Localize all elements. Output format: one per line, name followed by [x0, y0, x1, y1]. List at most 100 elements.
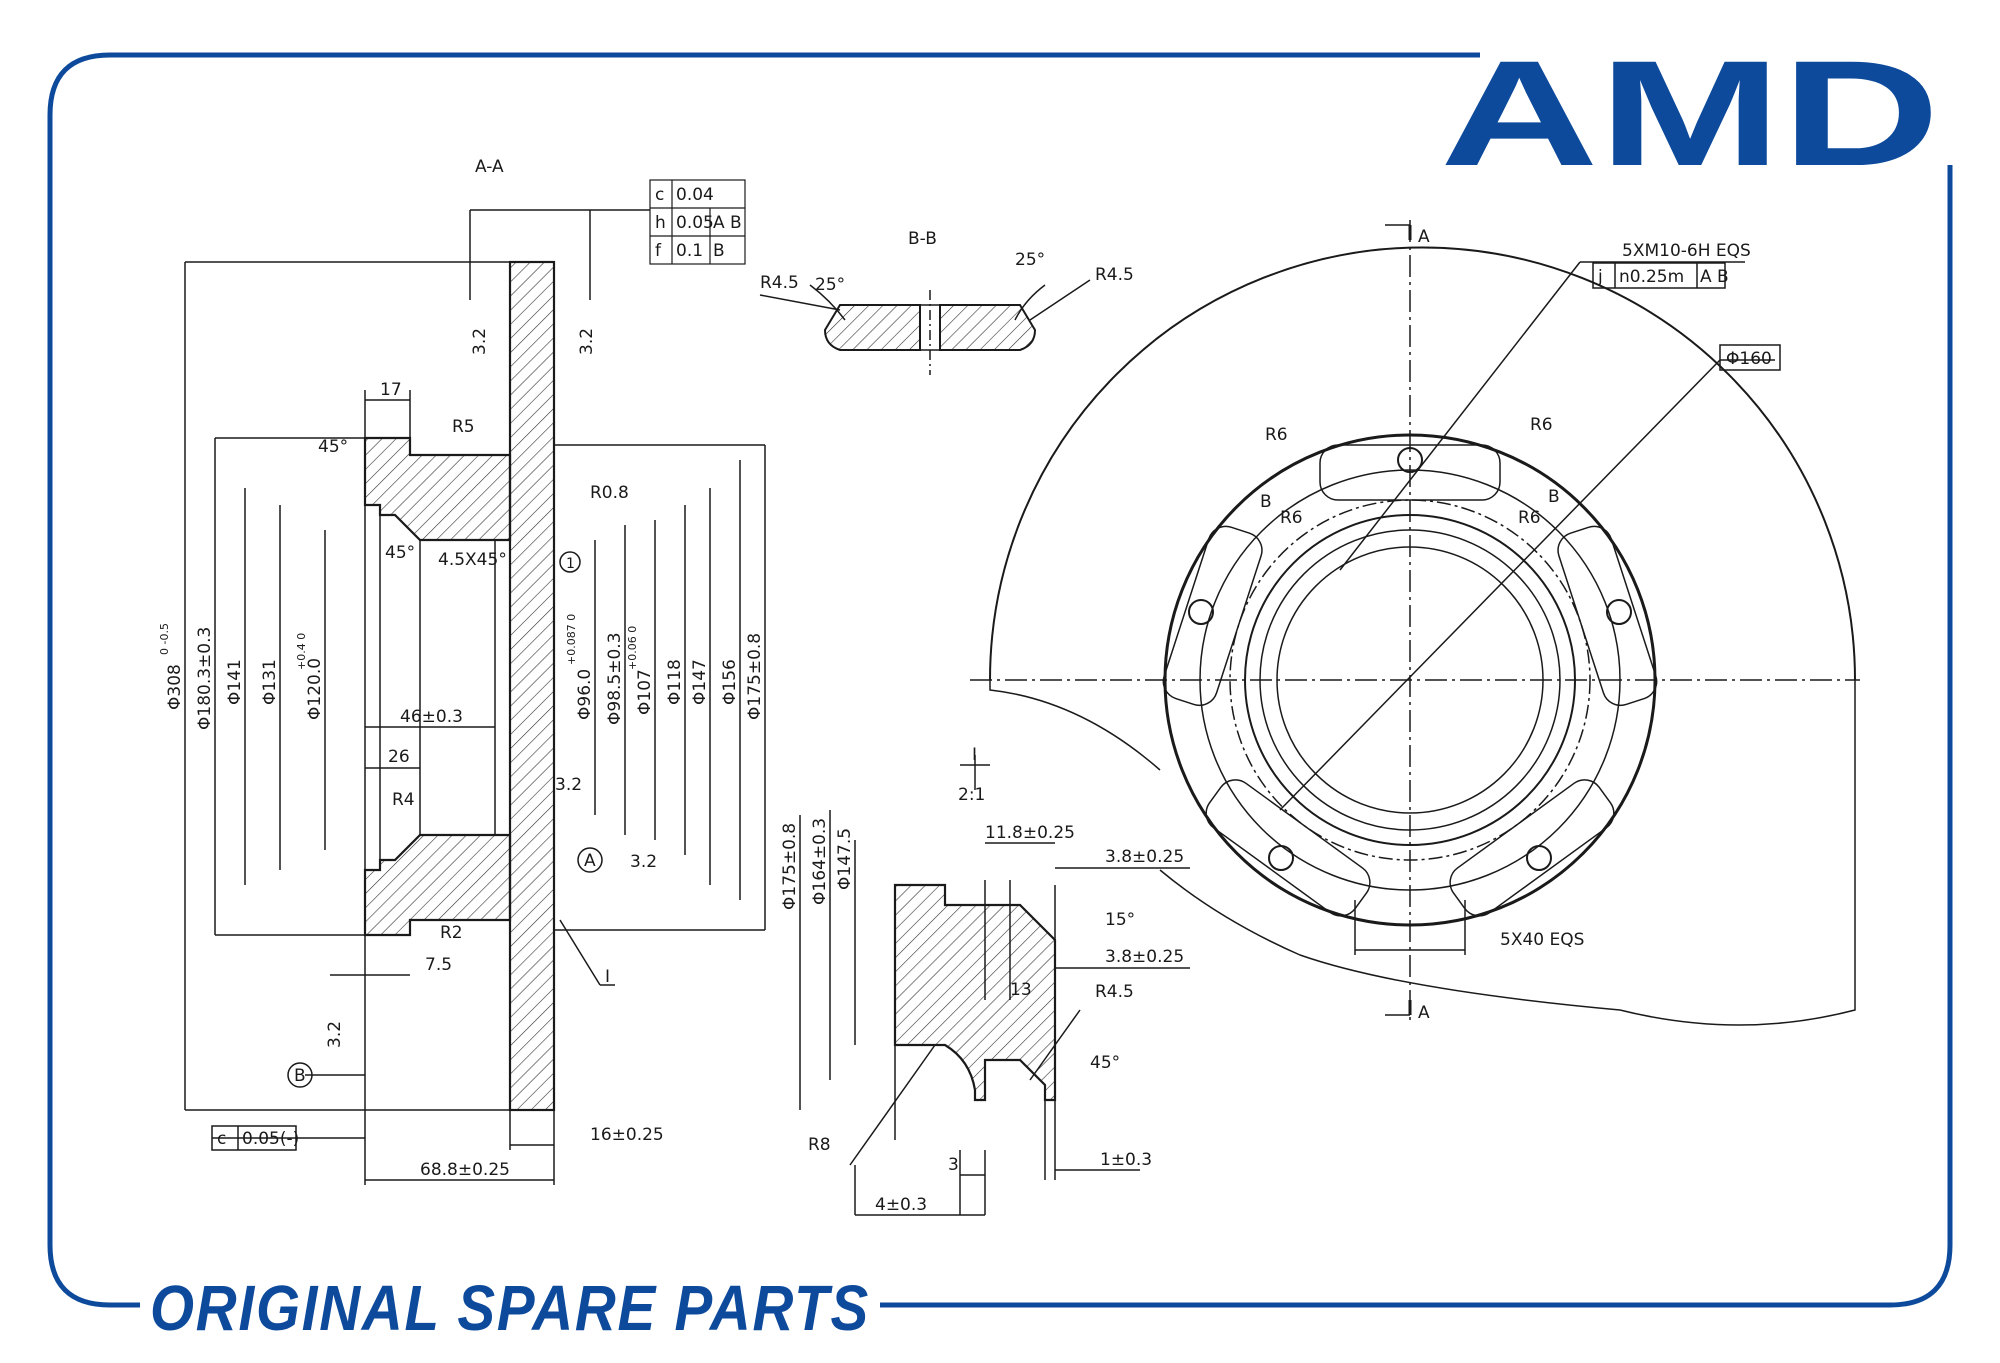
dim-d107-tol: +0.06 0: [626, 626, 639, 670]
detail-i-labels: I 2:1 Φ175±0.8 Φ164±0.3 Φ147.5 11.8±0.25…: [780, 745, 1184, 1215]
dim-d107: Φ107: [635, 669, 655, 715]
detail-d164: Φ164±0.3: [810, 818, 830, 905]
rough-c: 3.2: [555, 775, 582, 795]
dim-chamfer: 4.5X45°: [438, 550, 507, 570]
slot-spec: 5X40 EQS: [1500, 930, 1584, 950]
dim-a45-top: 45°: [318, 437, 348, 457]
bb-angle-right: 25°: [1015, 250, 1045, 270]
dim-d120-tol: +0.4 0: [295, 633, 308, 670]
section-bb-labels: B-B R4.5 R4.5 25° 25°: [760, 229, 1134, 295]
section-view-bb: [759, 279, 1091, 375]
dim-w75: 7.5: [425, 955, 452, 975]
datum-1: 1: [566, 556, 575, 572]
bb-r-right: R4.5: [1095, 265, 1134, 285]
tol-h-ref: A B: [713, 213, 742, 233]
detail-r8: R8: [808, 1135, 831, 1155]
dim-r08: R0.8: [590, 483, 629, 503]
detail-ref-i: I: [605, 967, 610, 987]
hole-spec: 5XM10-6H EQS: [1622, 241, 1751, 261]
rough-b: 3.2: [577, 328, 597, 355]
r6-mid-left: R6: [1280, 508, 1303, 528]
dim-w17: 17: [380, 380, 402, 400]
cut-b-left: B: [1260, 492, 1272, 512]
r6-top-left: R6: [1265, 425, 1288, 445]
dim-w16: 16±0.25: [590, 1125, 664, 1145]
hub-lower-section: [363, 833, 512, 937]
amd-logo: AMD: [1440, 29, 1940, 197]
dim-w688: 68.8±0.25: [420, 1160, 510, 1180]
disc-plate: [508, 260, 556, 1112]
detail-d1475: Φ147.5: [835, 828, 855, 890]
datum-b: B: [294, 1066, 306, 1086]
detail-w13: 13: [1010, 980, 1032, 1000]
section-bb-title: B-B: [908, 229, 937, 249]
dim-w26: 26: [388, 747, 410, 767]
detail-a45: 45°: [1090, 1053, 1120, 1073]
detail-r45: R4.5: [1095, 982, 1134, 1002]
dim-d141: Φ141: [225, 659, 245, 705]
dim-r5: R5: [452, 417, 475, 437]
dim-d180: Φ180.3±0.3: [195, 627, 215, 730]
rough-e: 3.2: [325, 1021, 345, 1048]
detail-d175: Φ175±0.8: [780, 823, 800, 910]
dim-r4: R4: [392, 790, 415, 810]
front-view: [970, 220, 1860, 1026]
detail-w38b: 3.8±0.25: [1105, 947, 1184, 967]
dim-d308-tol: 0 -0.5: [158, 623, 171, 655]
section-mark-bottom: A: [1418, 1003, 1430, 1023]
dim-r2: R2: [440, 923, 463, 943]
c-frame-sym: c: [217, 1129, 226, 1149]
detail-w38a: 3.8±0.25: [1105, 847, 1184, 867]
r6-top-right: R6: [1530, 415, 1553, 435]
tol-f-val: 0.1: [676, 241, 703, 261]
tol-f-ref: B: [713, 241, 725, 261]
dim-d131: Φ131: [260, 659, 280, 705]
c-frame-val: 0.05(-): [242, 1129, 299, 1149]
pos-frame-sym: j: [1597, 267, 1603, 287]
dim-d120: Φ120.0: [305, 658, 325, 720]
rough-d: 3.2: [630, 852, 657, 872]
front-view-labels: A A 5XM10-6H EQS j n0.25m A B Φ160 R6 R6…: [1260, 227, 1772, 1023]
section-view-aa: [184, 209, 766, 1185]
tol-f-sym: f: [655, 241, 662, 261]
tol-c-sym: c: [655, 185, 664, 205]
tol-h-sym: h: [655, 213, 666, 233]
dim-d147: Φ147: [690, 659, 710, 705]
dim-a45-inner: 45°: [385, 543, 415, 563]
detail-w118: 11.8±0.25: [985, 823, 1075, 843]
dim-d96: Φ96.0: [575, 669, 595, 720]
page-border: [47, 52, 1953, 1308]
section-mark-top: A: [1418, 227, 1430, 247]
footer-brand: ORIGINAL SPARE PARTS: [150, 1272, 870, 1344]
detail-w4: 4±0.3: [875, 1195, 927, 1215]
bb-angle-left: 25°: [815, 275, 845, 295]
bb-r-left: R4.5: [760, 273, 799, 293]
detail-view-i: [799, 755, 1190, 1216]
section-aa-title: A-A: [475, 157, 504, 177]
detail-w1: 1±0.3: [1100, 1150, 1152, 1170]
dim-d118: Φ118: [665, 659, 685, 705]
pcd: Φ160: [1726, 349, 1772, 369]
hub-upper-section: [363, 436, 512, 542]
r6-mid-right: R6: [1518, 508, 1541, 528]
pos-frame-val: n0.25m: [1619, 267, 1684, 287]
tol-c-val: 0.04: [676, 185, 714, 205]
tolerance-frame-aa: [649, 179, 746, 265]
dim-d308: Φ308: [165, 664, 185, 710]
tol-h-val: 0.05: [676, 213, 714, 233]
dim-w46: 46±0.3: [400, 707, 463, 727]
datum-a: A: [584, 851, 596, 871]
dim-d96-tol: +0.087 0: [565, 614, 578, 665]
detail-title: I: [972, 745, 977, 765]
pos-frame-ref: A B: [1700, 267, 1729, 287]
detail-scale: 2:1: [958, 785, 985, 805]
dim-d175: Φ175±0.8: [745, 633, 765, 720]
dim-d156: Φ156: [720, 659, 740, 705]
logo-text: AMD: [1440, 29, 1940, 197]
detail-w3: 3: [948, 1155, 959, 1175]
dim-d985: Φ98.5±0.3: [605, 632, 625, 725]
rough-a: 3.2: [470, 328, 490, 355]
detail-a15: 15°: [1105, 910, 1135, 930]
section-aa-labels: A-A c 0.04 h 0.05 A B f 0.1 B Φ308 0 -0.…: [158, 157, 765, 1180]
